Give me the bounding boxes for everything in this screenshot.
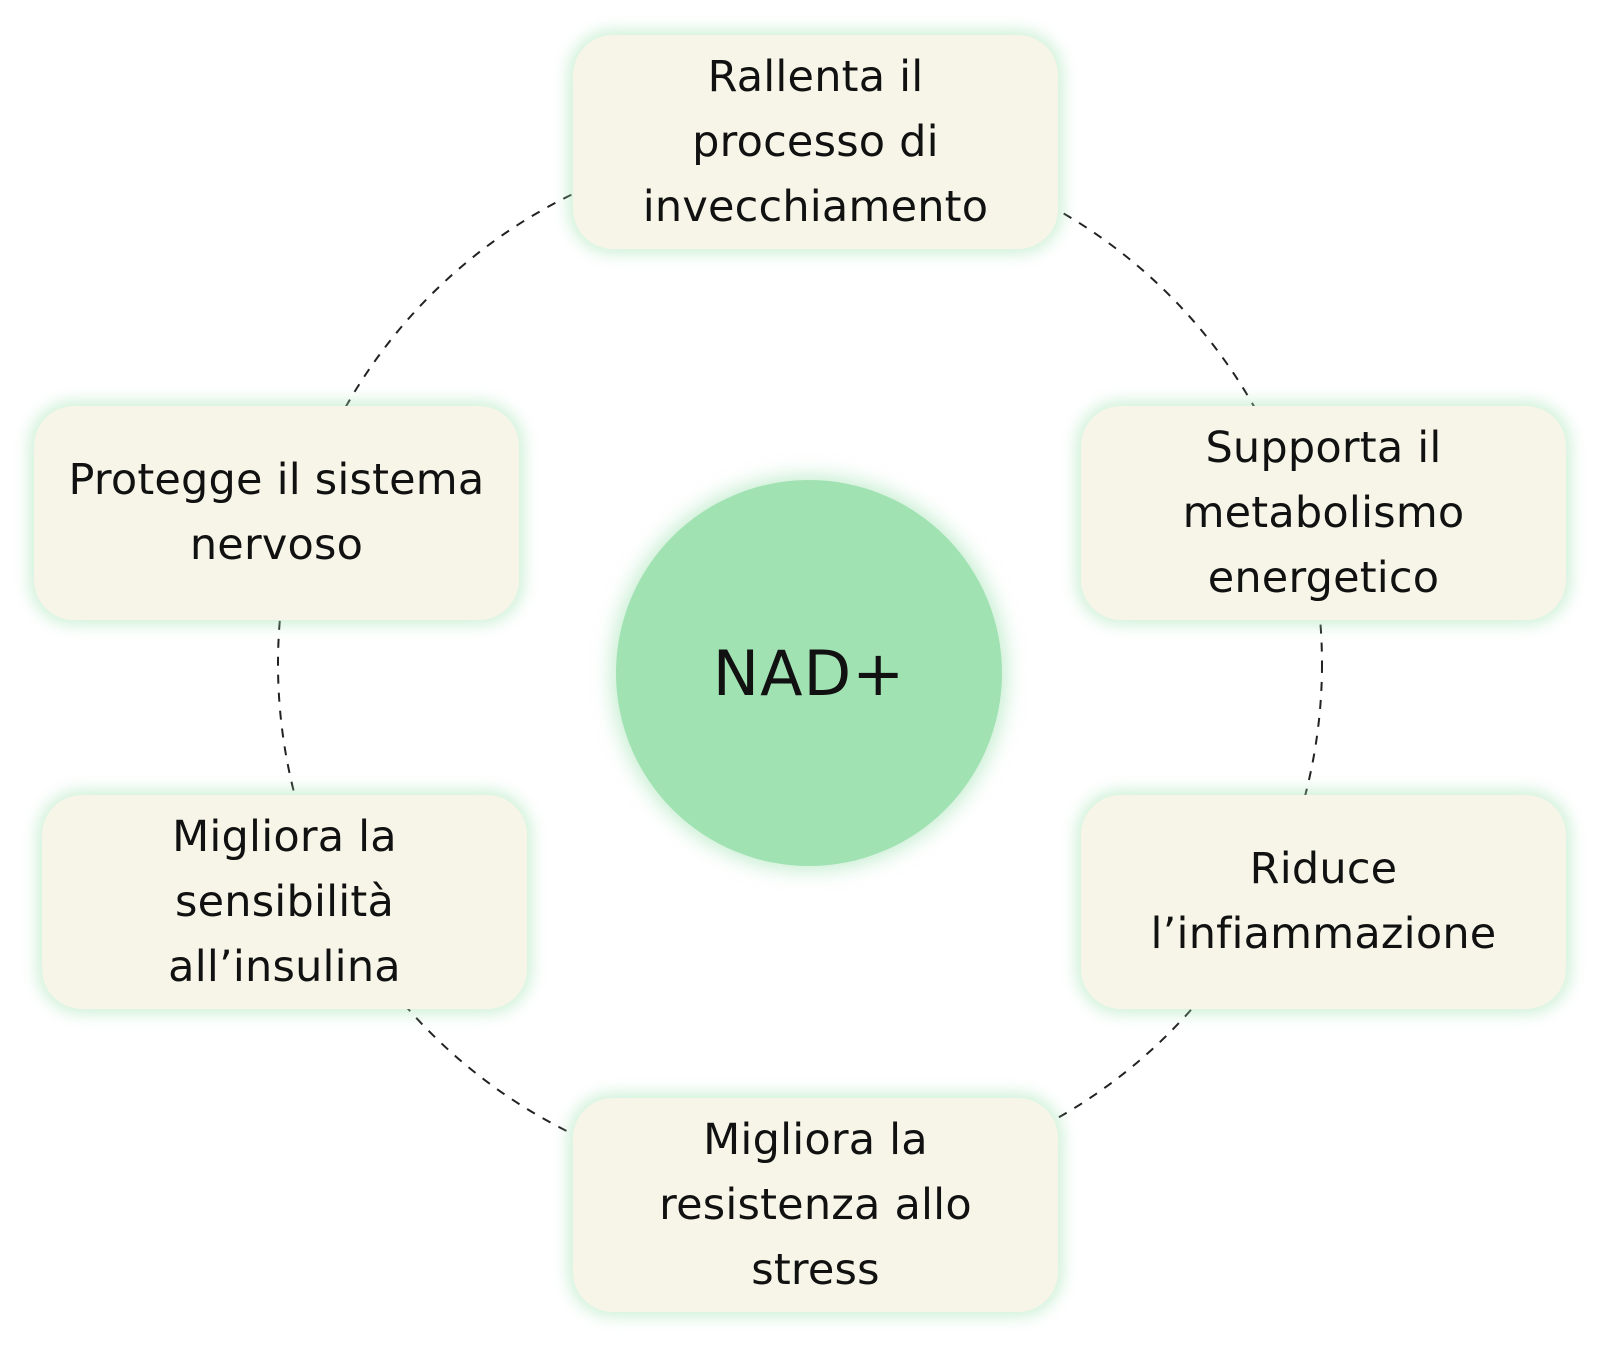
benefit-node-metabolism: Supporta il metabolismo energetico	[1081, 406, 1566, 620]
benefit-node-aging: Rallenta il processo di invecchiamento	[573, 35, 1058, 249]
benefit-label: Protegge il sistema nervoso	[68, 455, 485, 570]
benefit-node-stress: Migliora la resistenza allo stress	[573, 1098, 1058, 1312]
benefit-node-inflammation: Riduce l’infiammazione	[1081, 795, 1566, 1009]
benefit-label: Migliora la resistenza allo stress	[659, 1114, 972, 1295]
benefit-node-nervous-system: Protegge il sistema nervoso	[34, 406, 519, 620]
center-hub-nad: NAD+	[616, 480, 1002, 866]
benefit-label: Migliora la sensibilità all’insulina	[168, 811, 401, 992]
center-label: NAD+	[712, 636, 906, 710]
benefit-label: Riduce l’infiammazione	[1150, 844, 1497, 959]
benefit-node-insulin: Migliora la sensibilità all’insulina	[42, 795, 527, 1009]
benefit-label: Supporta il metabolismo energetico	[1182, 422, 1465, 603]
benefit-label: Rallenta il processo di invecchiamento	[642, 51, 989, 232]
dashed-connector-circle	[277, 141, 1323, 1187]
